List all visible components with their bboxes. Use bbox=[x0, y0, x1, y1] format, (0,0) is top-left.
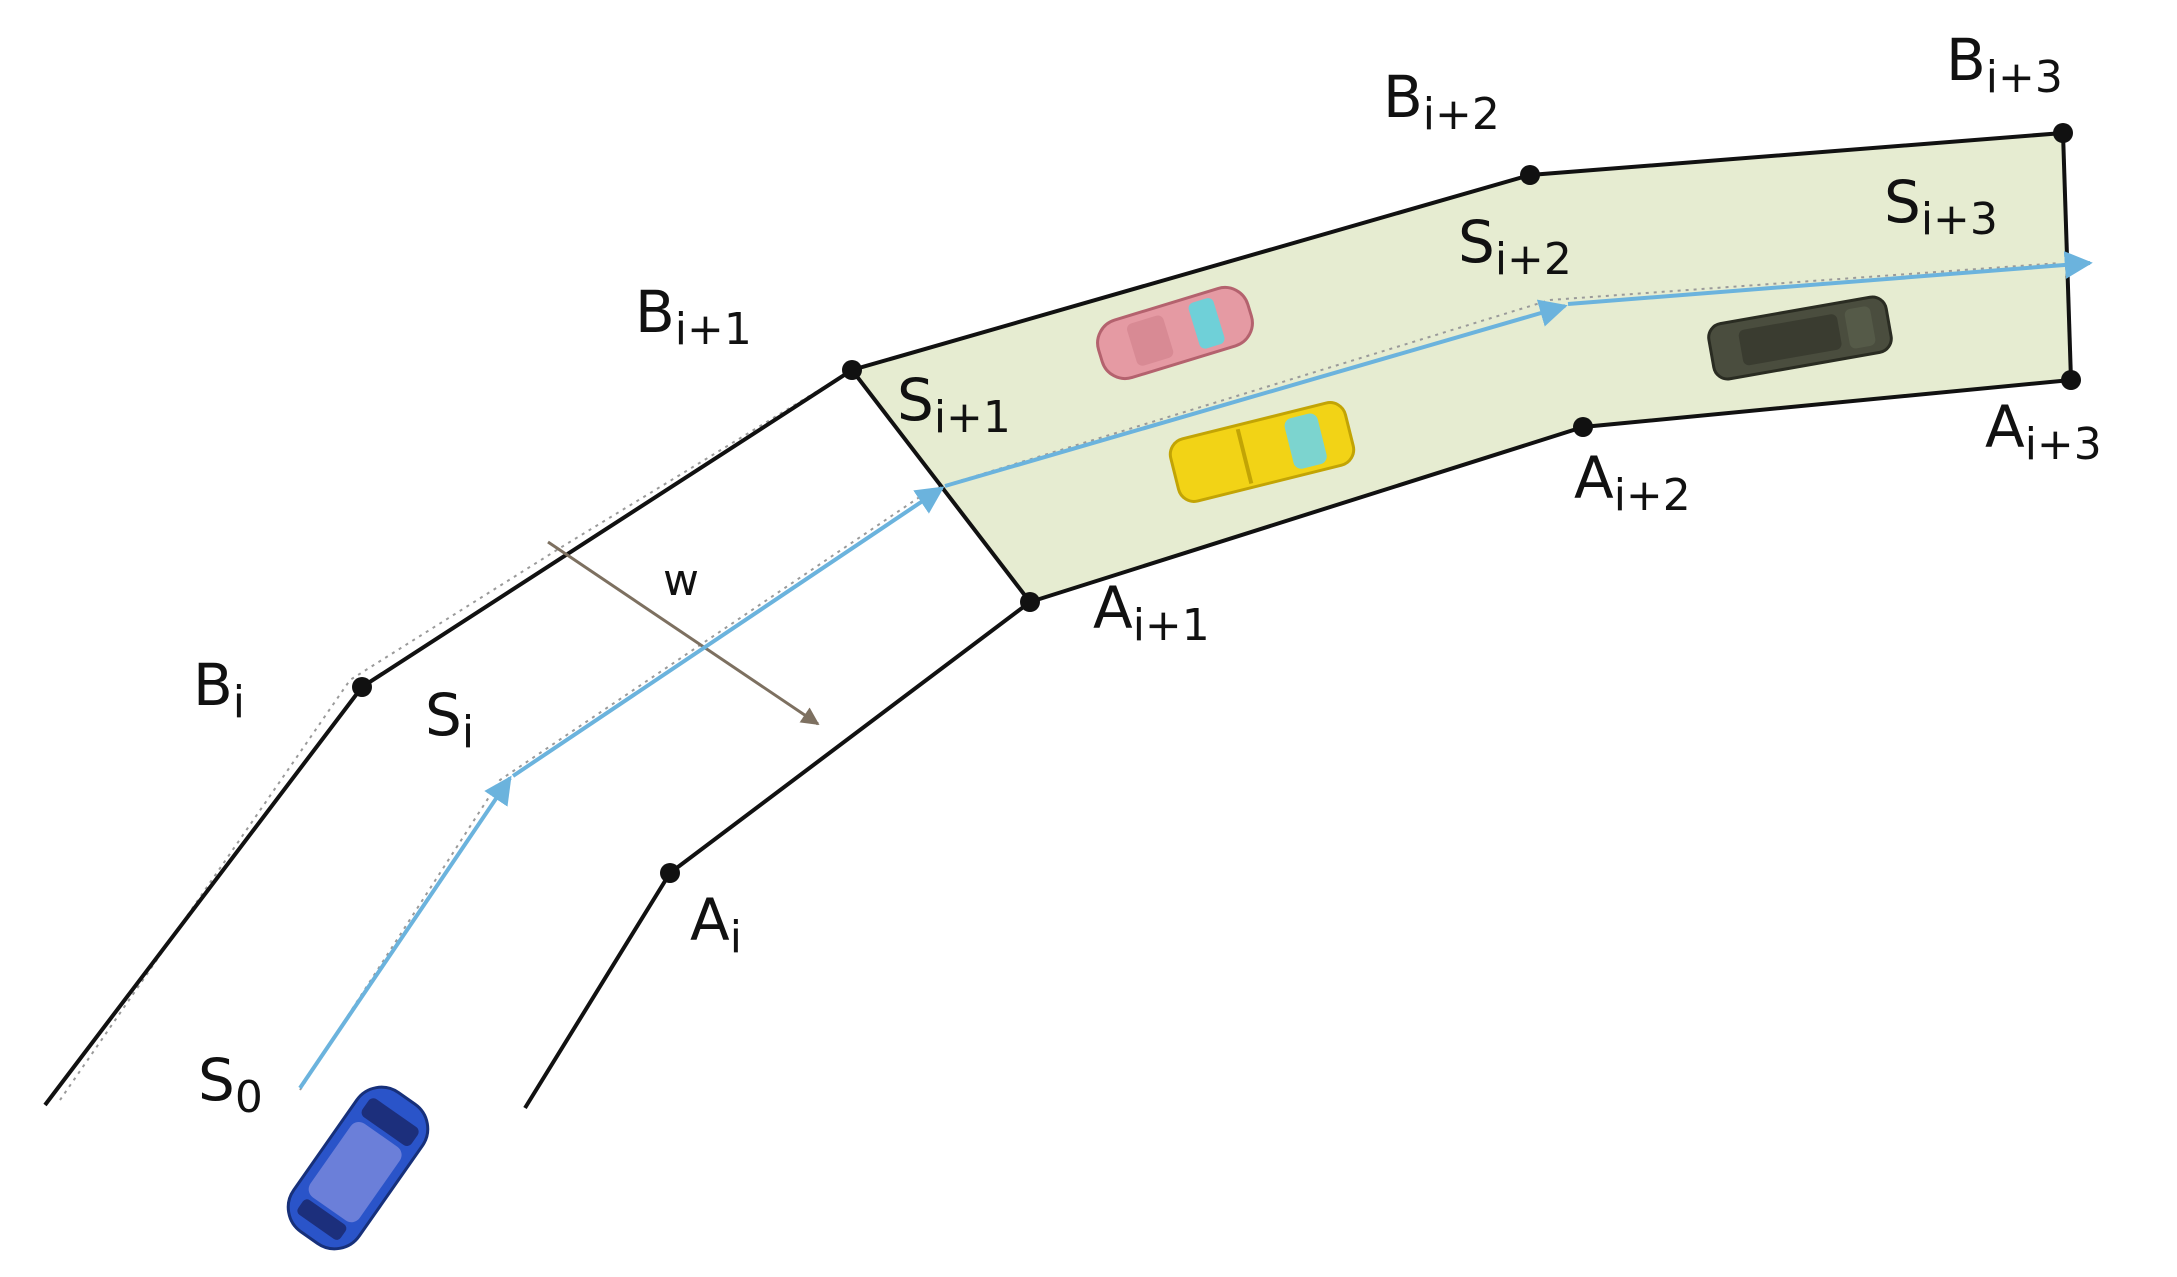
point-b-i bbox=[352, 677, 372, 697]
label-a-i: Ai bbox=[690, 886, 742, 963]
label-s-i3: Si+3 bbox=[1884, 168, 1998, 245]
point-a-i bbox=[660, 863, 680, 883]
pink-car bbox=[1096, 285, 1254, 381]
lower-dotted-guide bbox=[529, 601, 1031, 1101]
path-arrow-s0-si bbox=[298, 775, 512, 1090]
width-arrow bbox=[547, 540, 820, 726]
label-s-0: S0 bbox=[198, 1046, 263, 1123]
path-arrow-si-s1 bbox=[511, 486, 945, 778]
label-s-i: Si bbox=[425, 681, 474, 758]
label-b-i1: Bi+1 bbox=[635, 278, 752, 355]
path-arrow-s1-s2 bbox=[944, 299, 1568, 488]
point-a-i1 bbox=[1020, 592, 1040, 612]
ego-car bbox=[286, 1085, 430, 1251]
path-dotted-guide bbox=[299, 262, 2061, 1091]
point-b-i3 bbox=[2053, 123, 2073, 143]
label-s-i1: Si+1 bbox=[897, 366, 1011, 443]
highlighted-road-segment bbox=[852, 133, 2071, 602]
yellow-car bbox=[1168, 401, 1356, 503]
point-a-i2 bbox=[1573, 417, 1593, 437]
label-a-i3: Ai+3 bbox=[1985, 393, 2102, 470]
dark-car bbox=[1707, 295, 1893, 381]
label-s-i2: Si+2 bbox=[1458, 208, 1572, 285]
label-a-i2: Ai+2 bbox=[1574, 444, 1691, 521]
label-b-i2: Bi+2 bbox=[1383, 63, 1500, 140]
upper-dotted-guide bbox=[59, 132, 2064, 1101]
point-b-i1 bbox=[842, 360, 862, 380]
label-width: w bbox=[663, 555, 699, 606]
label-b-i: Bi bbox=[193, 651, 245, 728]
label-b-i3: Bi+3 bbox=[1946, 26, 2063, 103]
planned-path bbox=[298, 251, 2093, 1090]
boundary-points bbox=[352, 123, 2081, 883]
segment-start-line bbox=[850, 368, 1032, 604]
point-a-i3 bbox=[2061, 370, 2081, 390]
label-a-i1: Ai+1 bbox=[1093, 574, 1210, 651]
point-b-i2 bbox=[1520, 165, 1540, 185]
path-arrow-s2-s3 bbox=[1567, 251, 2093, 306]
